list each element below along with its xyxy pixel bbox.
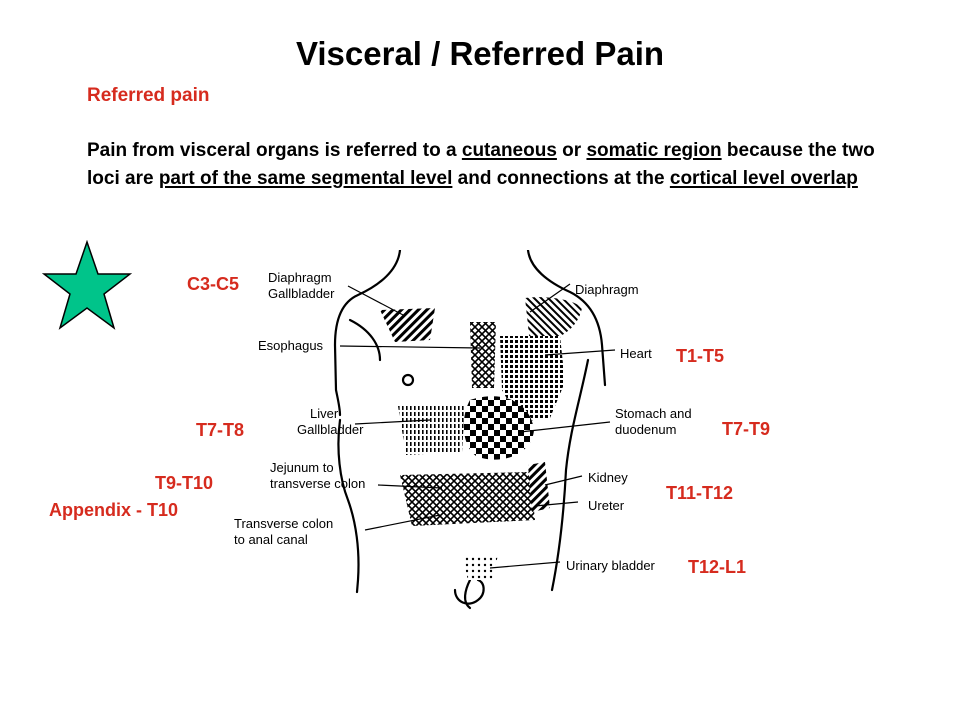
segment-t12-l1: T12-L1 [688, 557, 747, 577]
region-heart [500, 336, 565, 422]
region-esophagus [470, 322, 496, 388]
label-esophagus: Esophagus [258, 338, 324, 353]
region-bladder [462, 555, 498, 580]
segment-t9-t10: T9-T10 [155, 473, 214, 493]
body-paragraph: Pain from visceral organs is referred to… [87, 137, 907, 193]
torso-outline [333, 250, 607, 610]
segment-t11-t12: T11-T12 [666, 483, 734, 503]
region-diaphragm [525, 297, 582, 344]
body-text-4: and connections at the [452, 168, 670, 189]
slide-subtitle: Referred pain [87, 85, 210, 106]
term-cutaneous: cutaneous [461, 140, 557, 161]
term-cortical-overlap: cortical level overlap [669, 168, 858, 189]
label-kidney: Kidney [588, 470, 628, 485]
segment-t7-t9: T7-T9 [722, 419, 771, 439]
label-heart: Heart [620, 346, 652, 361]
body-text-3: because the two loci are [87, 140, 875, 189]
star-icon [42, 240, 132, 330]
segment-t7-t8: T7-T8 [196, 420, 245, 440]
label-diaphragm: Diaphragm [575, 282, 639, 297]
pain-regions [380, 297, 582, 580]
term-somatic-region: somatic region [586, 140, 722, 161]
slide-title: Visceral / Referred Pain [295, 35, 665, 72]
body-text-2: or [556, 140, 587, 161]
body-text-1: Pain from visceral organs is referred to… [87, 140, 462, 161]
leader-lines [339, 283, 616, 569]
label-urinary-bladder: Urinary bladder [566, 558, 656, 573]
region-kidney [528, 462, 550, 512]
label-ureter: Ureter [588, 498, 625, 513]
region-jejunum [400, 472, 535, 526]
region-stomach [463, 396, 534, 460]
region-liver-gallbladder [398, 404, 465, 455]
term-segmental-level: part of the same segmental level [158, 168, 453, 189]
segment-appendix-t10: Appendix - T10 [49, 500, 179, 520]
region-diaphragm-gallbladder [380, 308, 435, 342]
segment-c3-c5: C3-C5 [187, 274, 240, 294]
segment-t1-t5: T1-T5 [676, 346, 725, 366]
